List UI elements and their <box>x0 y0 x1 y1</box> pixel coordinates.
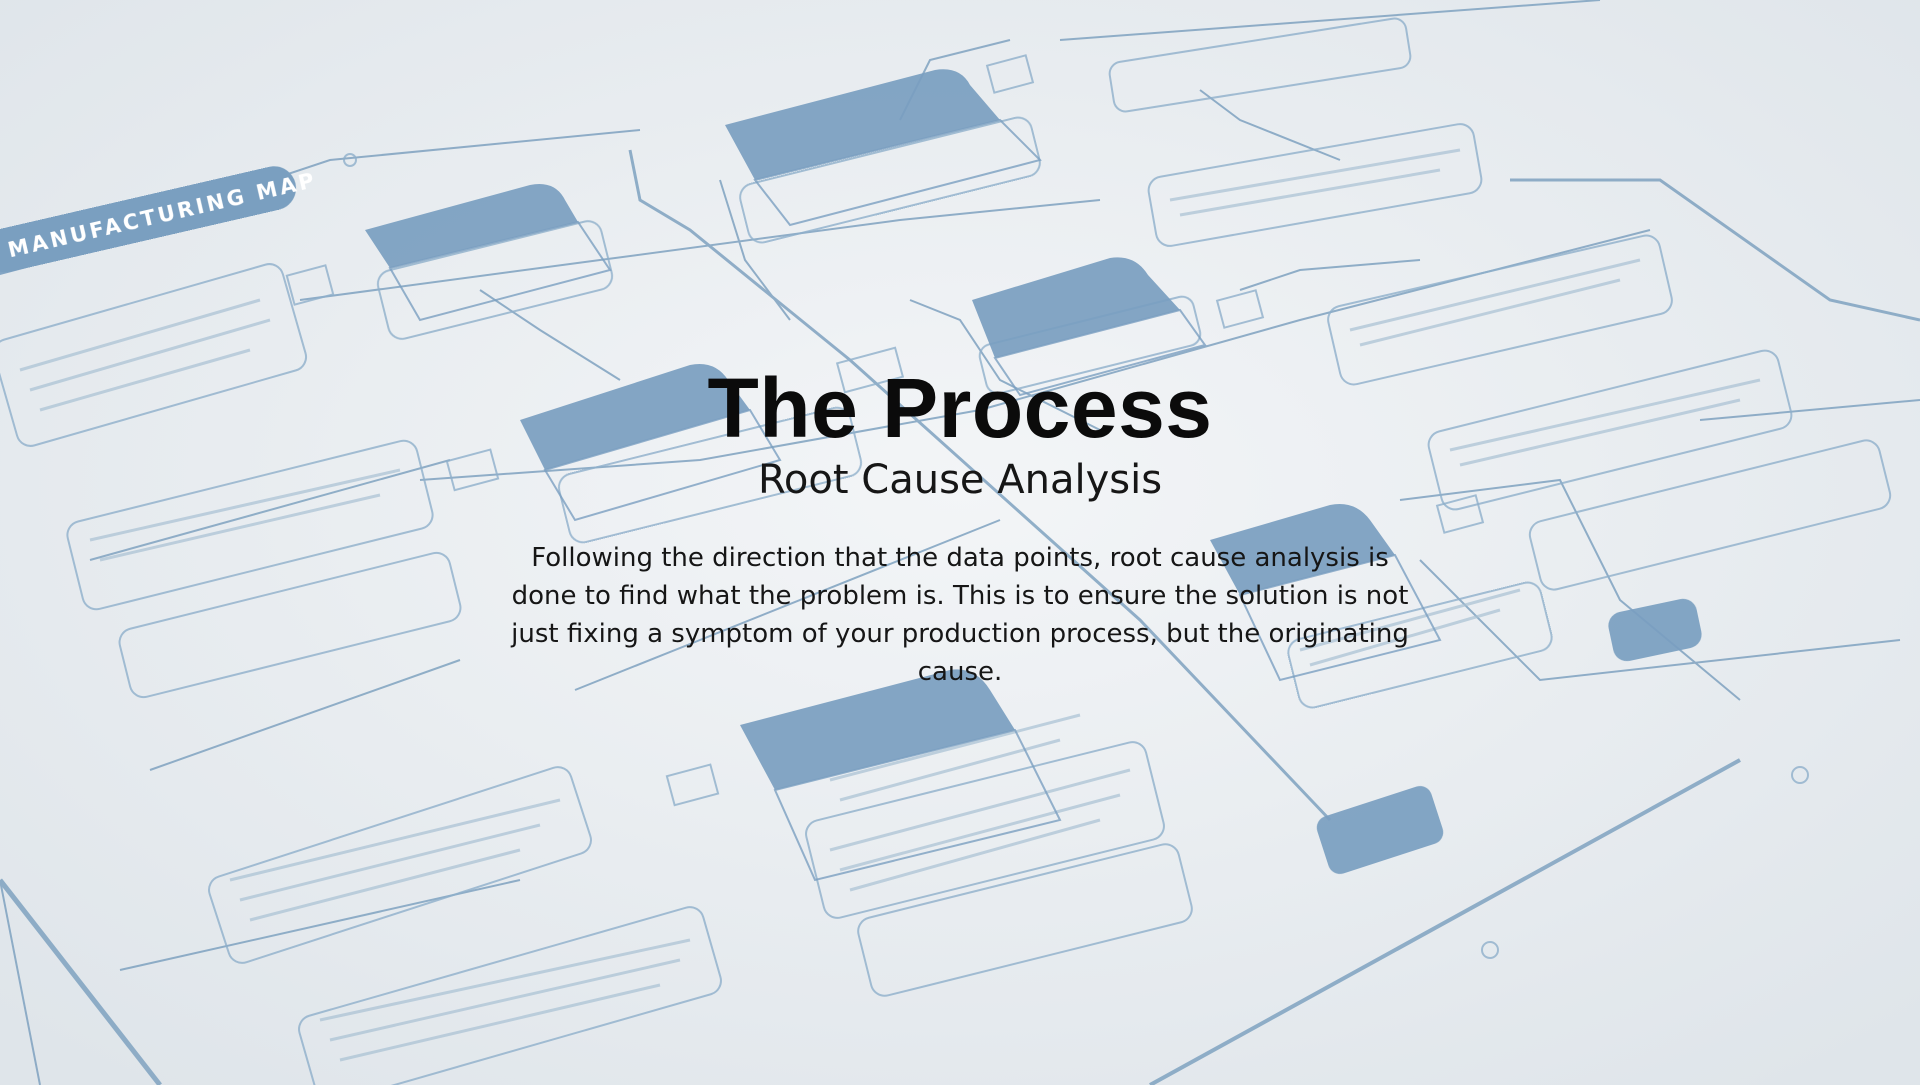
slide-subtitle: Root Cause Analysis <box>757 457 1163 503</box>
slide-title: The Process <box>707 361 1213 455</box>
slide-body: Following the direction that the data po… <box>511 543 1409 687</box>
